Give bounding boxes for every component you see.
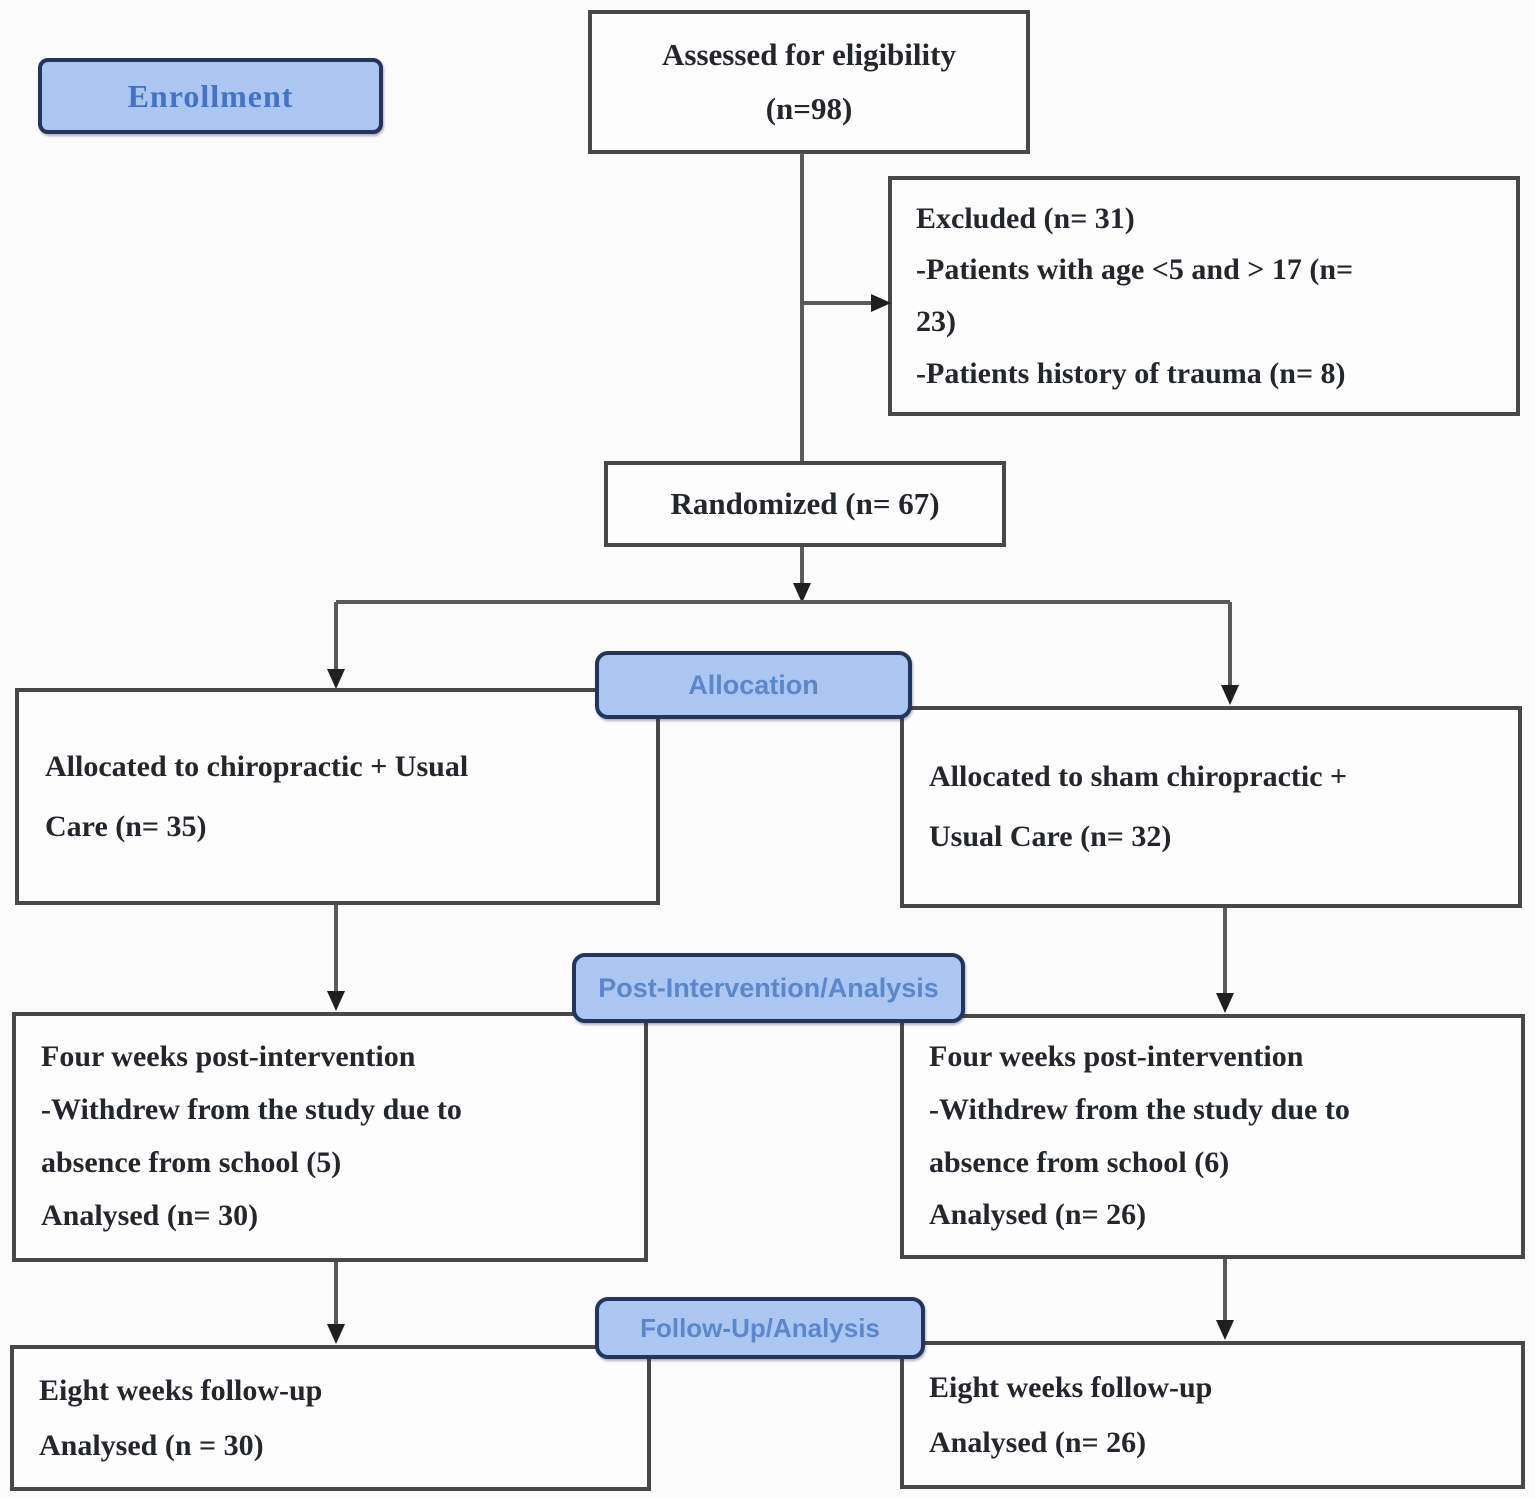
enrollment-stage-text: Enrollment bbox=[127, 77, 294, 114]
box-text-line: (n=98) bbox=[765, 91, 853, 126]
post-intervention-left-box: Four weeks post-intervention -Withdrew f… bbox=[12, 1012, 648, 1262]
allocation-stage-label: Allocation bbox=[595, 651, 912, 719]
box-text-line: Randomized (n= 67) bbox=[670, 486, 940, 522]
box-text-line: Usual Care (n= 32) bbox=[929, 820, 1172, 853]
box-text-line: Eight weeks follow-up bbox=[929, 1370, 1213, 1404]
box-text-line: 23) bbox=[916, 305, 956, 338]
allocated-chiropractic-box: Allocated to chiropractic + Usual Care (… bbox=[15, 688, 660, 905]
box-text-line: -Withdrew from the study due to bbox=[41, 1093, 462, 1127]
box-text-line: Eight weeks follow-up bbox=[39, 1373, 323, 1407]
box-text-line: -Patients with age <5 and > 17 (n= bbox=[916, 253, 1354, 287]
box-text-line: Care (n= 35) bbox=[45, 809, 207, 843]
box-text-line: Excluded (n= 31) bbox=[916, 201, 1135, 235]
excluded-box: Excluded (n= 31) -Patients with age <5 a… bbox=[888, 176, 1520, 416]
box-text-line: absence from school (5) bbox=[41, 1146, 342, 1179]
post-intervention-stage-label: Post-Intervention/Analysis bbox=[572, 953, 965, 1023]
box-text-line: Analysed (n= 26) bbox=[929, 1426, 1147, 1459]
box-text-line: -Patients history of trauma (n= 8) bbox=[916, 356, 1346, 390]
follow-up-right-box: Eight weeks follow-up Analysed (n= 26) bbox=[900, 1341, 1525, 1489]
randomized-box: Randomized (n= 67) bbox=[604, 461, 1006, 547]
box-text-line: Four weeks post-intervention bbox=[929, 1039, 1304, 1073]
box-text-line: Assessed for eligibility bbox=[662, 36, 956, 72]
assessed-box: Assessed for eligibility (n=98) bbox=[588, 10, 1030, 154]
box-text-line: Analysed (n= 30) bbox=[41, 1198, 259, 1232]
post-intervention-right-box: Four weeks post-intervention -Withdrew f… bbox=[900, 1014, 1525, 1259]
box-text-line: absence from school (6) bbox=[929, 1145, 1230, 1179]
box-text-line: Four weeks post-intervention bbox=[41, 1040, 416, 1074]
follow-up-stage-text: Follow-Up/Analysis bbox=[640, 1312, 880, 1343]
box-text-line: Allocated to chiropractic + Usual bbox=[45, 749, 469, 783]
allocation-stage-text: Allocation bbox=[688, 669, 819, 700]
post-intervention-stage-text: Post-Intervention/Analysis bbox=[598, 972, 939, 1003]
box-text-line: -Withdrew from the study due to bbox=[929, 1092, 1350, 1126]
follow-up-left-box: Eight weeks follow-up Analysed (n = 30) bbox=[10, 1345, 651, 1491]
follow-up-stage-label: Follow-Up/Analysis bbox=[595, 1297, 925, 1359]
box-text-line: Allocated to sham chiropractic + bbox=[929, 760, 1348, 793]
box-text-line: Analysed (n= 26) bbox=[929, 1198, 1147, 1232]
allocated-sham-box: Allocated to sham chiropractic + Usual C… bbox=[900, 706, 1522, 908]
enrollment-stage-label: Enrollment bbox=[38, 58, 383, 134]
box-text-line: Analysed (n = 30) bbox=[39, 1429, 264, 1462]
